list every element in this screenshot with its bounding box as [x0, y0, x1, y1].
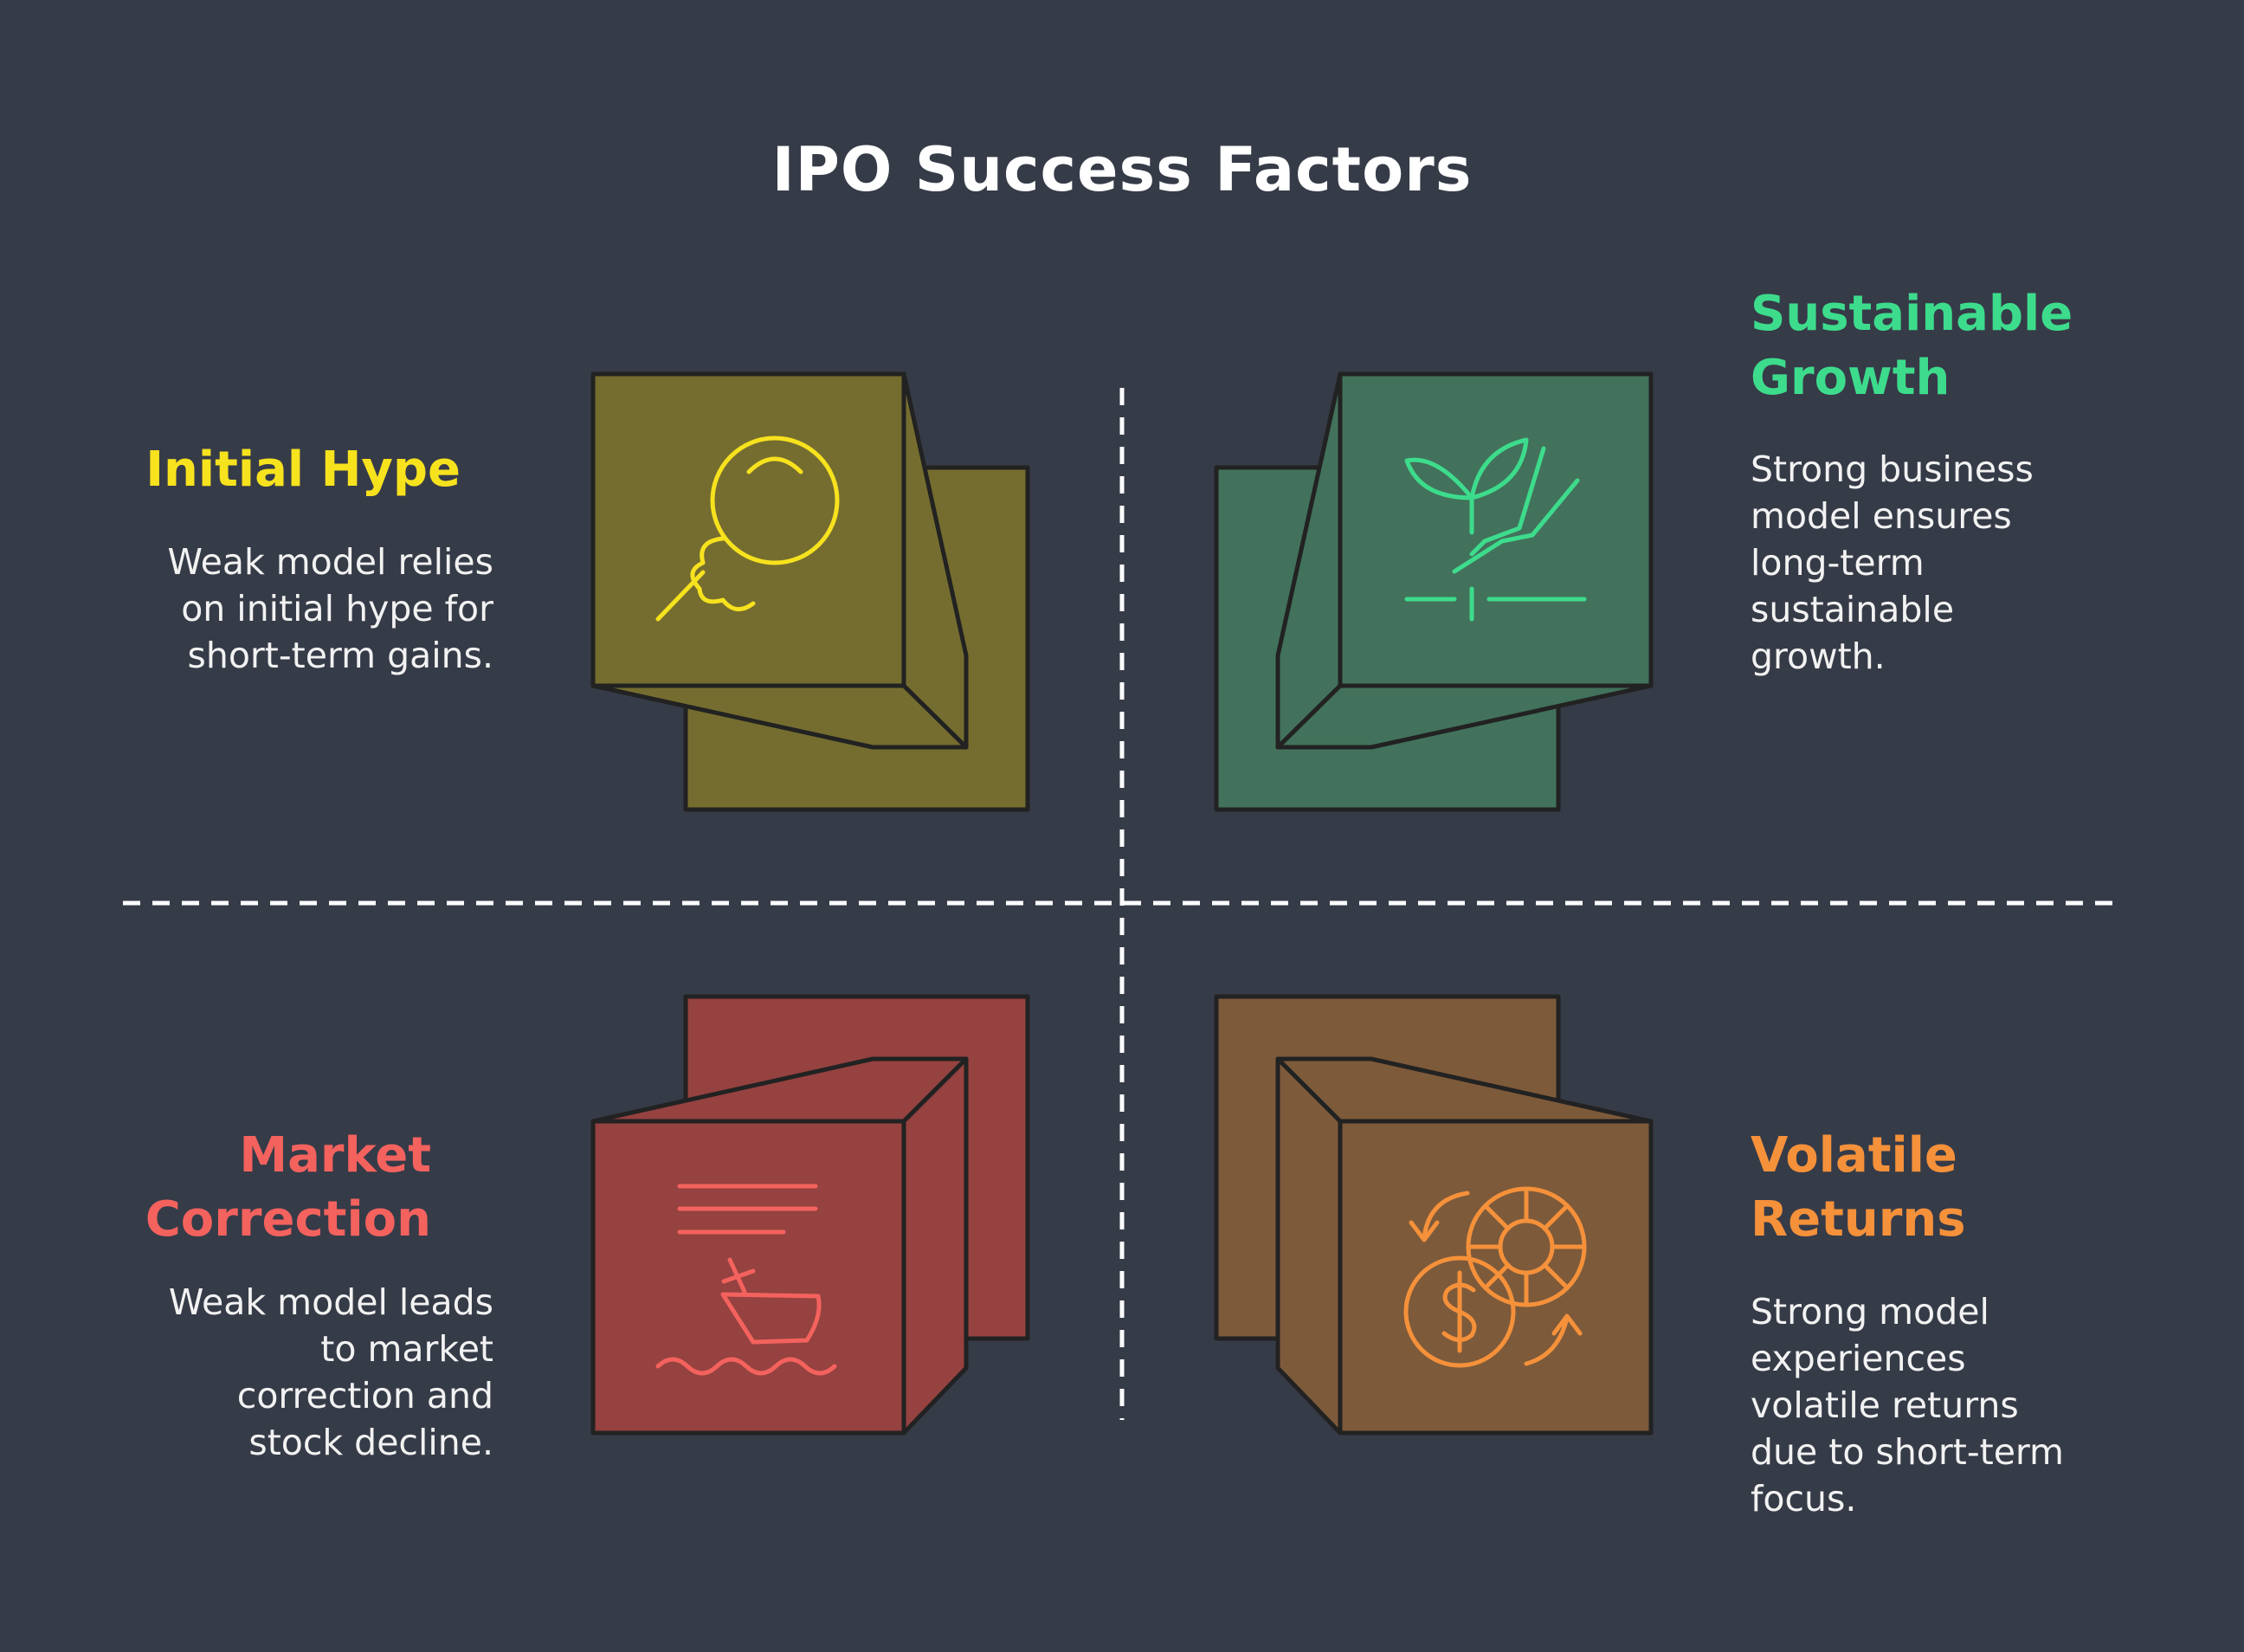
sinking-ship-icon: [655, 1184, 837, 1376]
description-line: correction and: [236, 1375, 493, 1416]
description-line: stock decline.: [248, 1422, 493, 1463]
initial-hype-description: Weak model relies on initial hype for sh…: [87, 539, 493, 679]
description-line: Weak model leads: [168, 1281, 493, 1323]
initial-hype-block: [590, 371, 1030, 812]
volatile-returns-heading: Volatile Returns: [1751, 1124, 2201, 1252]
volatile-returns-description: Strong model experiences volatile return…: [1751, 1288, 2218, 1522]
description-line: on initial hype for: [181, 588, 493, 629]
initial-hype-heading-text: Initial Hype: [145, 442, 461, 498]
description-line: growth.: [1751, 636, 1886, 677]
market-correction-heading: Market Correction: [87, 1124, 431, 1252]
market-correction-block: [590, 994, 1030, 1436]
description-line: to market: [320, 1328, 493, 1370]
heading-line: Market: [239, 1127, 431, 1184]
description-line: long-term: [1751, 542, 1925, 584]
heading-line: Returns: [1751, 1191, 1966, 1248]
sprout-hand-icon: [1404, 437, 1587, 622]
market-correction-description: Weak model leads to market correction an…: [87, 1279, 493, 1466]
description-line: experiences: [1751, 1338, 1966, 1379]
description-line: Strong model: [1751, 1291, 1989, 1333]
description-line: model ensures: [1751, 495, 2012, 537]
description-line: sustainable: [1751, 589, 1955, 630]
coin-exchange-icon: [1403, 1186, 1587, 1368]
lollipop-icon: [655, 436, 840, 622]
heading-line: Sustainable: [1751, 286, 2073, 342]
description-line: Strong business: [1751, 448, 2034, 490]
heading-line: Correction: [145, 1191, 431, 1248]
heading-line: Growth: [1751, 350, 1951, 406]
description-line: volatile returns: [1751, 1384, 2019, 1426]
diagram-title: IPO Success Factors: [771, 134, 1473, 205]
sustainable-growth-description: Strong business model ensures long-term …: [1751, 446, 2201, 680]
description-line: due to short-term: [1751, 1431, 2064, 1473]
description-line: focus.: [1751, 1478, 1857, 1520]
sustainable-growth-heading: Sustainable Growth: [1751, 282, 2201, 410]
sustainable-growth-block: [1214, 371, 1654, 812]
volatile-returns-block: [1214, 994, 1654, 1436]
initial-hype-heading: Initial Hype: [87, 438, 461, 502]
description-line: Weak model relies: [167, 541, 493, 583]
heading-line: Volatile: [1751, 1127, 1957, 1184]
description-line: short-term gains.: [187, 635, 494, 676]
